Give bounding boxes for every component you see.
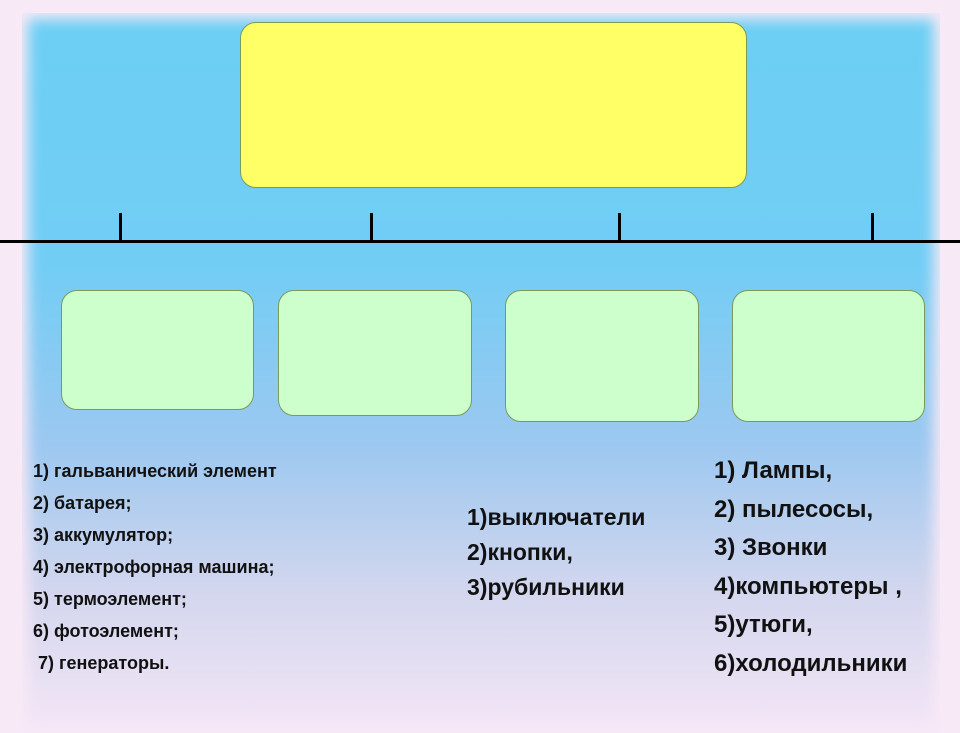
list-item: 3) Звонки xyxy=(714,534,828,561)
sub-box-4 xyxy=(732,290,925,422)
switches-list: 1)выключатели 2)кнопки, 3)рубильники xyxy=(467,500,645,605)
list-item: 5) термоэлемент; xyxy=(33,589,187,609)
list-item: 3) аккумулятор; xyxy=(33,525,174,545)
consumers-list: 1) Лампы, 2) пылесосы, 3) Звонки 4)компь… xyxy=(714,452,907,683)
list-item: 4) электрофорная машина; xyxy=(33,557,275,577)
list-item: 2) пылесосы, xyxy=(714,495,874,523)
list-item: 1) гальванический элемент xyxy=(33,461,277,481)
connector-tick xyxy=(618,213,621,242)
sources-list: 1) гальванический элемент 2) батарея; 3)… xyxy=(33,455,277,679)
sub-box-2 xyxy=(278,290,472,416)
list-item: 4)компьютеры , xyxy=(714,572,902,600)
sub-box-3 xyxy=(505,290,699,422)
list-item: 6)холодильники xyxy=(714,649,908,677)
connector-line xyxy=(0,240,960,243)
connector-tick xyxy=(871,213,874,242)
list-item: 2) батарея; xyxy=(33,493,132,513)
list-item: 1)выключатели xyxy=(467,504,646,530)
list-item: 3)рубильники xyxy=(467,574,625,600)
list-item: 2)кнопки, xyxy=(467,539,573,565)
list-item: 1) Лампы, xyxy=(714,457,833,484)
connector-tick xyxy=(370,213,373,242)
connector-tick xyxy=(119,213,122,242)
sub-box-1 xyxy=(61,290,254,410)
list-item: 6) фотоэлемент; xyxy=(33,621,179,641)
list-item: 7) генераторы. xyxy=(33,653,170,673)
top-box xyxy=(240,22,747,188)
list-item: 5)утюги, xyxy=(714,611,813,638)
